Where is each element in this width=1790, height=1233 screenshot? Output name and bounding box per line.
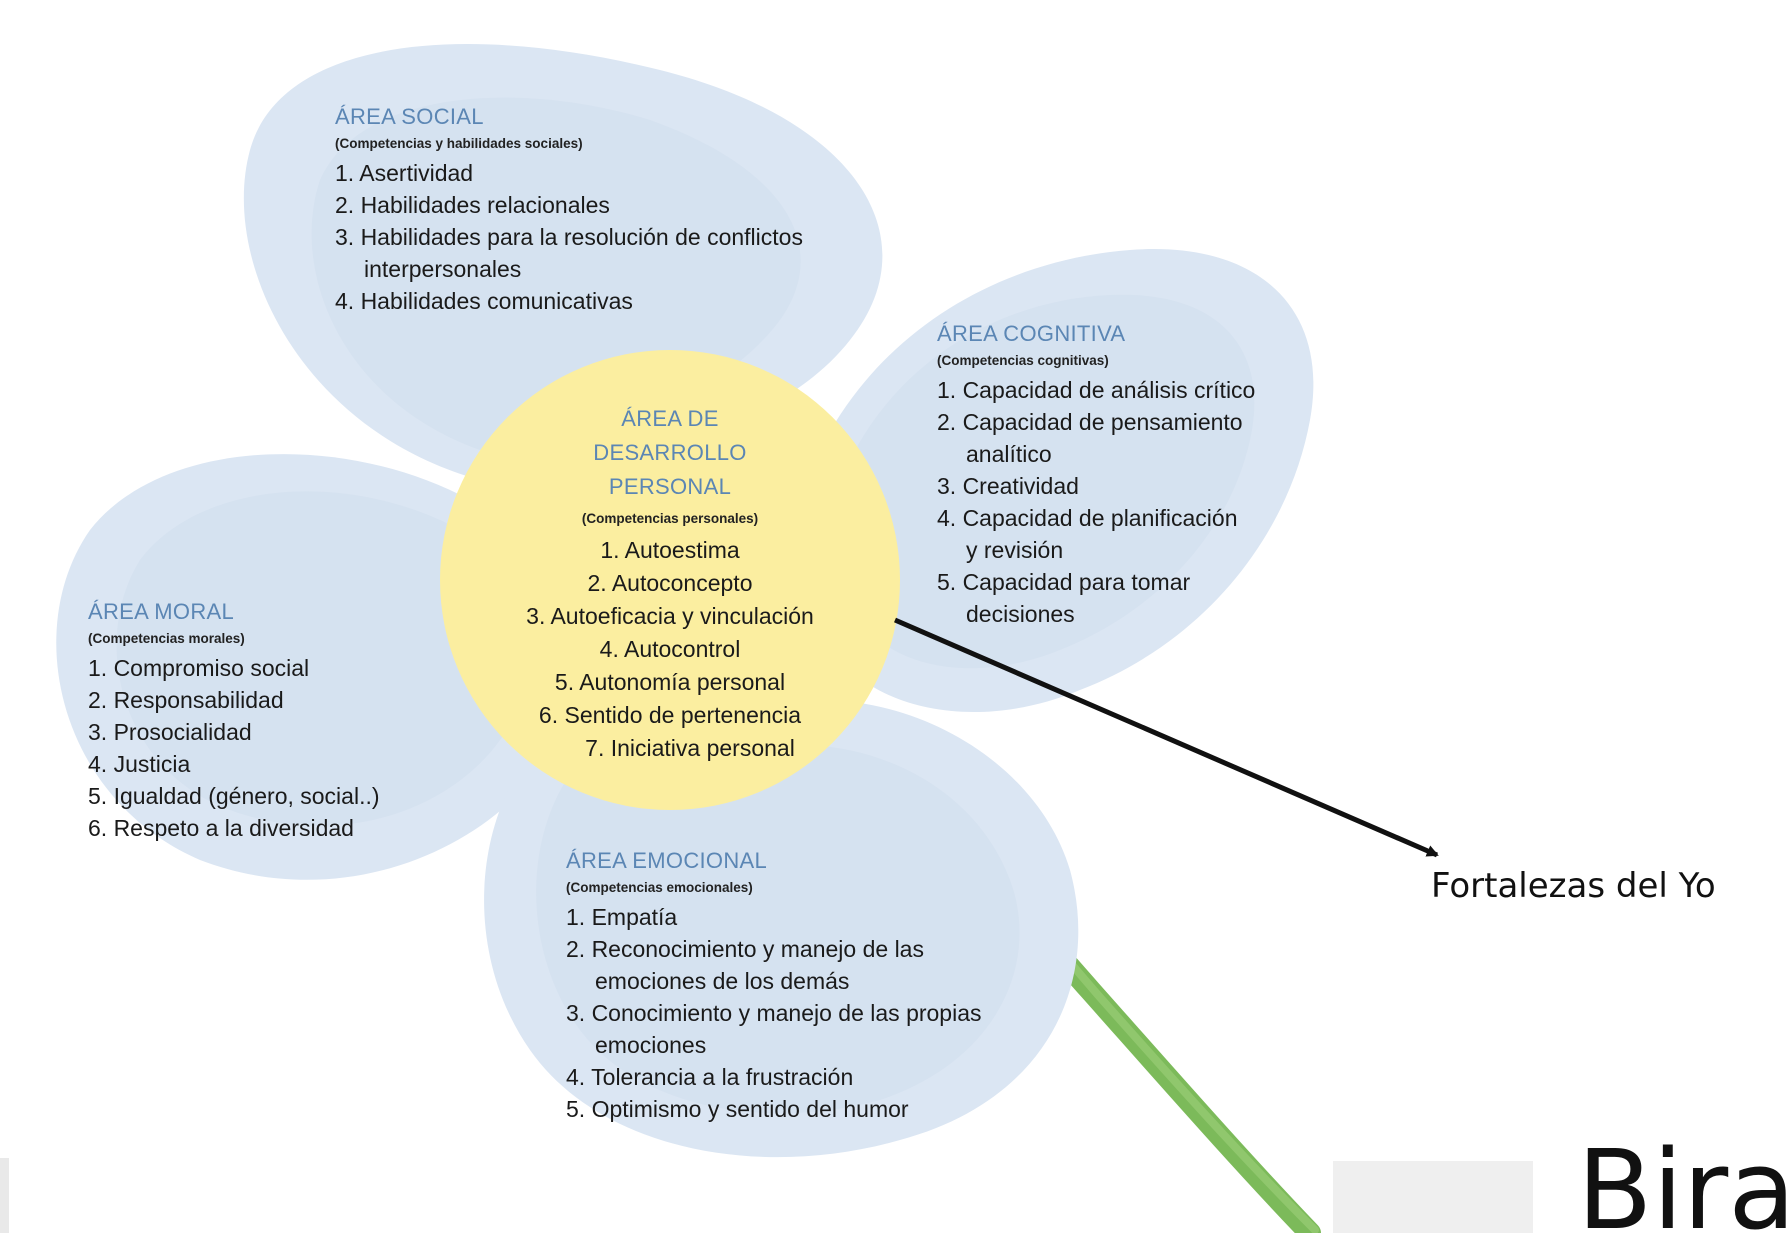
area-personal-subtitle: (Competencias personales) xyxy=(581,511,759,526)
area-social-item: 4. Habilidades comunicativas xyxy=(335,288,633,314)
area-social-item-cont: interpersonales xyxy=(364,256,522,282)
fortalezas-label: Fortalezas del Yo xyxy=(1431,866,1716,906)
area-moral: ÁREA MORAL (Competencias morales) 1. Com… xyxy=(88,598,380,844)
area-social-item: 1. Asertividad xyxy=(335,160,474,186)
area-personal-item: 7. Iniciativa personal xyxy=(585,735,795,761)
area-moral-item: 5. Igualdad (género, social..) xyxy=(88,783,380,809)
area-social-item: 2. Habilidades relacionales xyxy=(335,192,610,218)
area-moral-subtitle: (Competencias morales) xyxy=(88,631,245,646)
area-personal-item: 2. Autoconcepto xyxy=(587,570,753,596)
corner-logo-text: Bira xyxy=(1577,1126,1790,1233)
area-personal-item: 5. Autonomía personal xyxy=(554,669,786,695)
area-cognitiva-item: 5. Capacidad para tomar xyxy=(937,569,1191,595)
area-emocional: ÁREA EMOCIONAL (Competencias emocionales… xyxy=(566,847,982,1125)
area-emocional-item-cont: emociones de los demás xyxy=(595,968,850,994)
area-social-subtitle: (Competencias y habilidades sociales) xyxy=(335,136,583,151)
area-personal-item: 6. Sentido de pertenencia xyxy=(538,702,802,728)
area-cognitiva-item: 1. Capacidad de análisis crítico xyxy=(937,377,1256,403)
petal-cognitiva xyxy=(805,249,1314,713)
area-cognitiva-title: ÁREA COGNITIVA xyxy=(937,321,1126,346)
area-cognitiva: ÁREA COGNITIVA (Competencias cognitivas)… xyxy=(937,320,1255,630)
area-emocional-subtitle: (Competencias emocionales) xyxy=(566,880,753,895)
area-personal-item: 1. Autoestima xyxy=(600,537,740,563)
area-personal-item: 4. Autocontrol xyxy=(599,636,741,662)
area-cognitiva-subtitle: (Competencias cognitivas) xyxy=(937,353,1109,368)
area-personal-title-line: PERSONAL xyxy=(608,474,732,499)
area-moral-item: 4. Justicia xyxy=(88,751,191,777)
area-moral-item: 2. Responsabilidad xyxy=(88,687,284,713)
area-personal-title-line: ÁREA DE xyxy=(621,406,719,431)
area-social-title: ÁREA SOCIAL xyxy=(335,104,484,129)
area-cognitiva-item: 4. Capacidad de planificación xyxy=(937,505,1238,531)
area-moral-title: ÁREA MORAL xyxy=(88,599,235,624)
area-cognitiva-item-cont: decisiones xyxy=(966,601,1075,627)
area-emocional-item: 2. Reconocimiento y manejo de las xyxy=(566,936,924,962)
area-emocional-item: 4. Tolerancia a la frustración xyxy=(566,1064,854,1090)
corner-fragment-left xyxy=(0,1158,9,1233)
area-cognitiva-item-cont: y revisión xyxy=(966,537,1064,563)
area-personal-title-line: DESARROLLO xyxy=(593,440,747,465)
area-emocional-title: ÁREA EMOCIONAL xyxy=(566,848,768,873)
area-cognitiva-item: 2. Capacidad de pensamiento xyxy=(937,409,1243,435)
area-emocional-item: 5. Optimismo y sentido del humor xyxy=(566,1096,909,1122)
arrow-line xyxy=(894,617,1439,858)
area-cognitiva-item-cont: analítico xyxy=(966,441,1052,467)
area-emocional-item: 1. Empatía xyxy=(566,904,678,930)
area-social: ÁREA SOCIAL (Competencias y habilidades … xyxy=(335,103,803,317)
area-personal-item: 3. Autoeficacia y vinculación xyxy=(526,603,814,629)
area-moral-item: 3. Prosocialidad xyxy=(88,719,252,745)
area-emocional-item-cont: emociones xyxy=(595,1032,707,1058)
area-social-item: 3. Habilidades para la resolución de con… xyxy=(335,224,803,250)
area-personal: ÁREA DE DESARROLLO PERSONAL (Competencia… xyxy=(460,402,880,765)
area-cognitiva-item: 3. Creatividad xyxy=(937,473,1079,499)
petal-emocional xyxy=(484,695,1079,1158)
corner-fragment-right xyxy=(1333,1161,1533,1233)
area-moral-item: 6. Respeto a la diversidad xyxy=(88,815,354,841)
flower-center xyxy=(440,350,900,810)
area-moral-item: 1. Compromiso social xyxy=(88,655,310,681)
area-emocional-item: 3. Conocimiento y manejo de las propias xyxy=(566,1000,982,1026)
